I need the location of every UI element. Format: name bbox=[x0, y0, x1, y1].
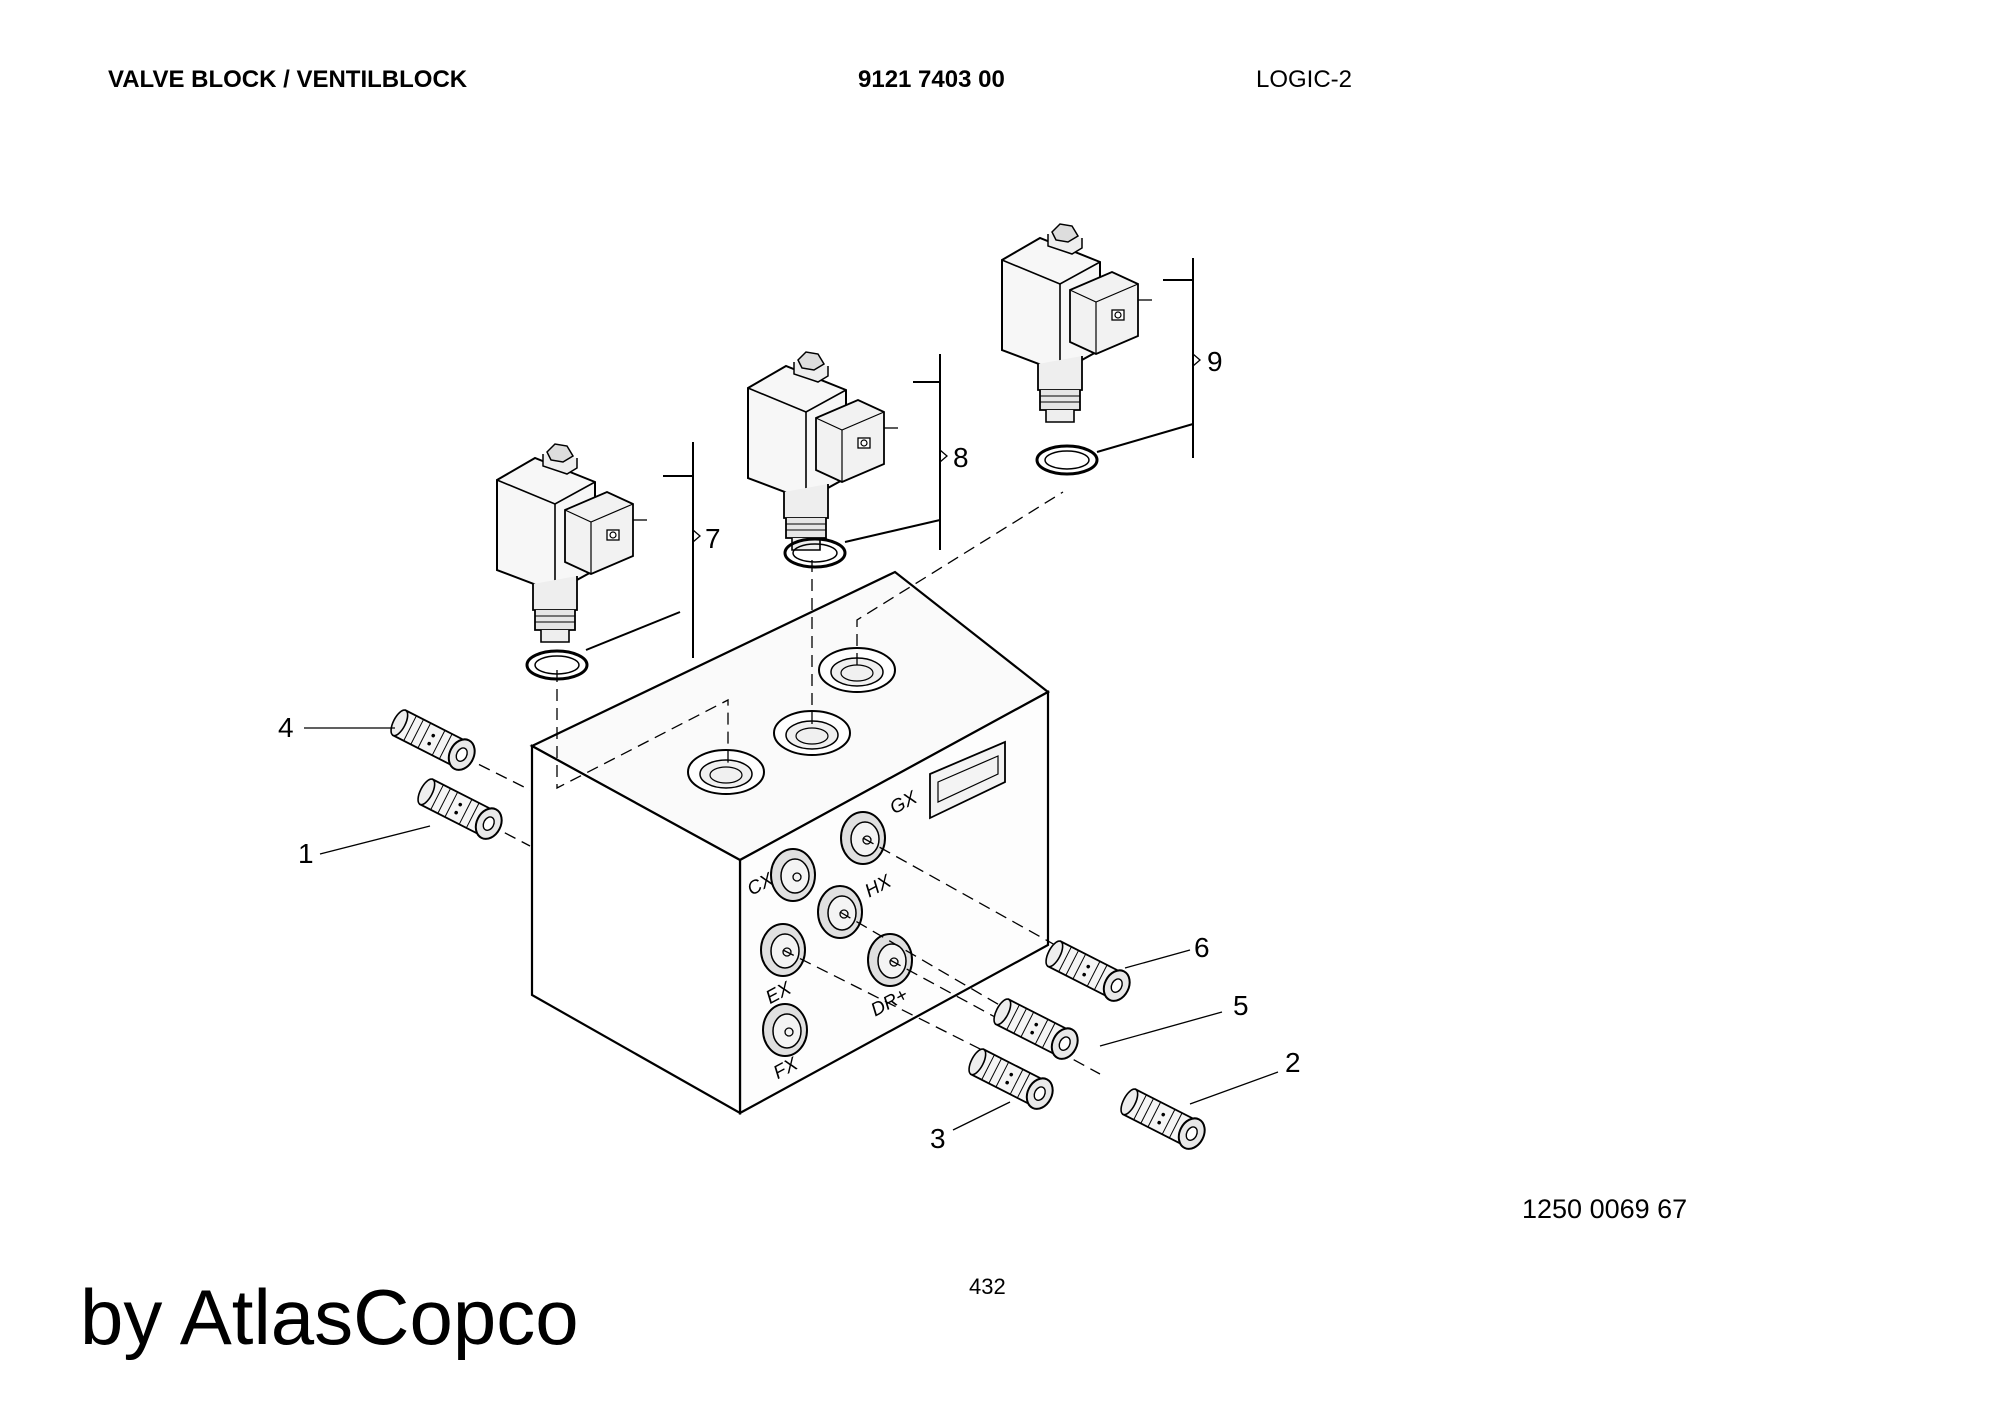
solenoid-valve-7 bbox=[496, 443, 648, 643]
cartridge-6 bbox=[1040, 935, 1136, 1007]
callout-9: 9 bbox=[1207, 346, 1223, 377]
callout-6: 6 bbox=[1194, 932, 1210, 963]
cartridge-4 bbox=[385, 704, 481, 776]
port-cx bbox=[770, 848, 816, 902]
drawing-reference: 1250 0069 67 bbox=[1522, 1194, 1688, 1224]
page-number: 432 bbox=[969, 1274, 1006, 1299]
cartridge-1 bbox=[412, 773, 508, 845]
solenoid-valve-9 bbox=[1001, 223, 1153, 423]
callout-7: 7 bbox=[705, 523, 721, 554]
solenoid-valve-8 bbox=[747, 351, 899, 551]
leader-lines bbox=[304, 727, 1279, 1131]
callout-4: 4 bbox=[278, 712, 294, 743]
callout-2: 2 bbox=[1285, 1047, 1301, 1078]
callout-3: 3 bbox=[930, 1123, 946, 1154]
bracket-ticks bbox=[692, 353, 1201, 543]
model-name: LOGIC-2 bbox=[1256, 66, 1353, 93]
callout-8: 8 bbox=[953, 442, 969, 473]
bracket-lines bbox=[585, 258, 1194, 658]
cartridge-5 bbox=[988, 993, 1084, 1065]
part-number: 9121 7403 00 bbox=[858, 66, 1005, 93]
nameplate bbox=[929, 740, 1006, 820]
top-hole-7 bbox=[687, 749, 765, 795]
callout-5: 5 bbox=[1233, 990, 1249, 1021]
o-ring-9 bbox=[1035, 444, 1099, 476]
callout-1: 1 bbox=[298, 838, 314, 869]
brand-logo-text: by AtlasCopco bbox=[80, 1273, 579, 1361]
cartridge-3 bbox=[963, 1043, 1059, 1115]
port-fx bbox=[762, 1003, 808, 1057]
diagram-title: VALVE BLOCK / VENTILBLOCK bbox=[108, 66, 468, 93]
cartridge-2 bbox=[1115, 1083, 1211, 1155]
